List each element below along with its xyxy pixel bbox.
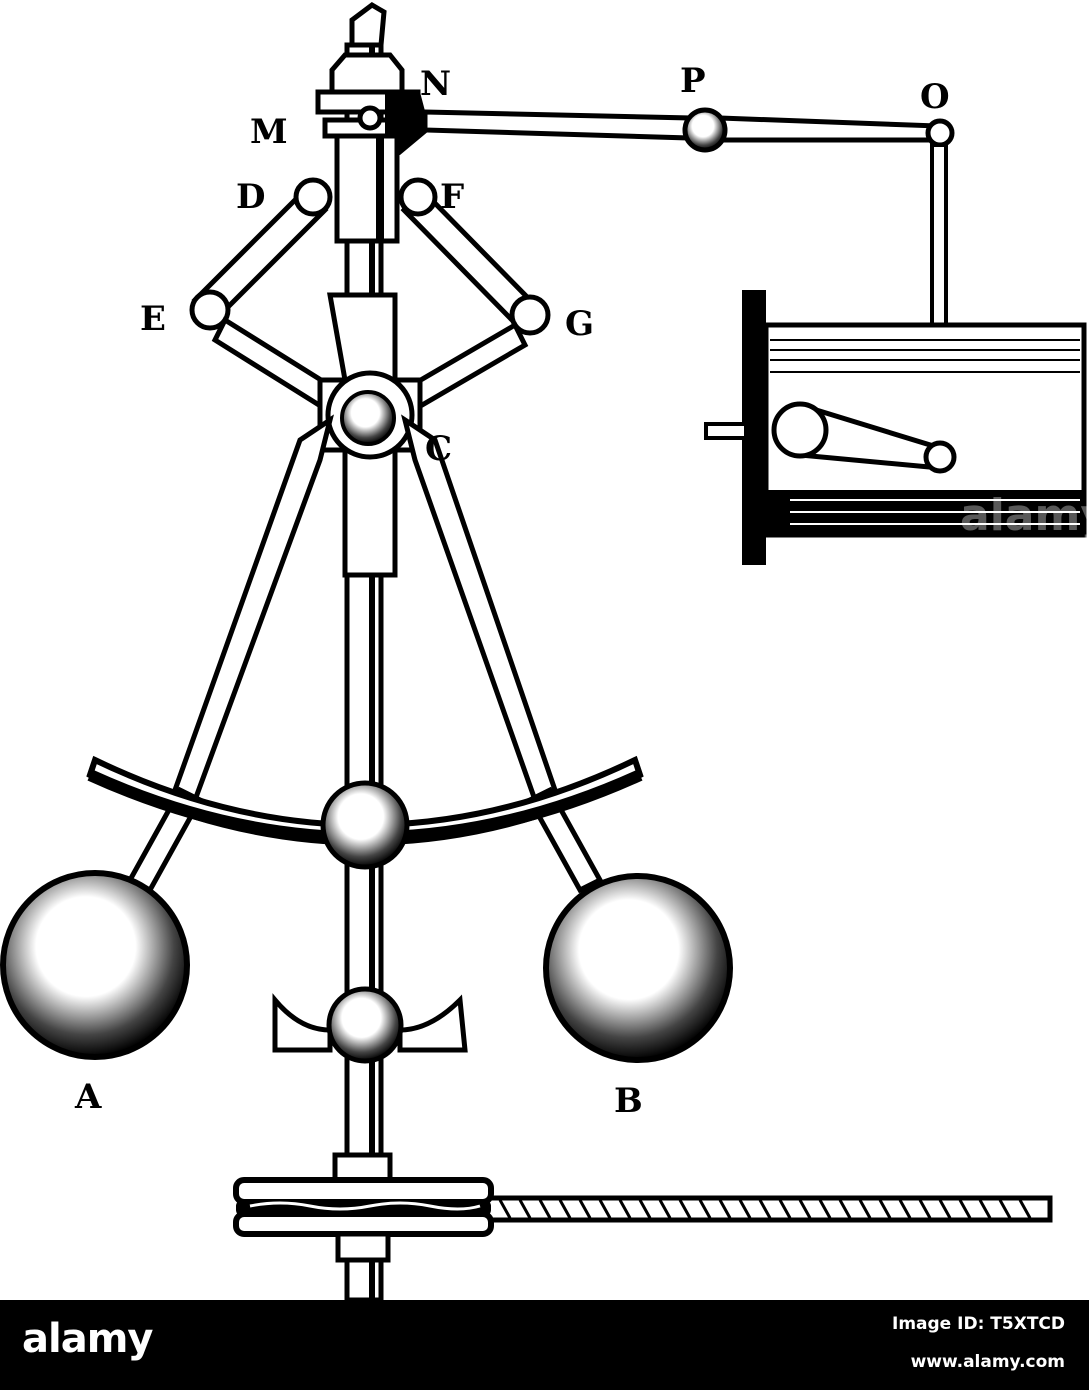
label-n: N	[420, 64, 451, 104]
lower-collar	[272, 986, 468, 1064]
spindle	[344, 2, 387, 1300]
throttle-valve-box	[704, 290, 1087, 565]
image-id: Image ID: T5XTCD	[892, 1314, 1065, 1334]
label-a: A	[74, 1077, 102, 1117]
fly-ball-b	[543, 873, 733, 1063]
watermark: alamy	[960, 490, 1089, 541]
stock-url[interactable]: www.alamy.com	[910, 1352, 1065, 1372]
alamy-logo[interactable]: alamy	[22, 1316, 153, 1362]
label-m: M	[250, 112, 288, 152]
label-c: C	[425, 429, 452, 469]
label-e: E	[140, 299, 166, 339]
label-d: D	[236, 177, 265, 217]
label-p: P	[680, 61, 706, 101]
stock-footer: alamy Image ID: T5XTCD www.alamy.com	[0, 1300, 1089, 1390]
governor-engraving: A B C D E F G M N O P alamy	[0, 2, 1089, 1300]
drive-rope	[467, 1195, 1053, 1223]
label-g: G	[565, 304, 594, 344]
upper-links	[189, 177, 551, 336]
top-collar	[315, 52, 430, 244]
label-o: O	[920, 77, 950, 117]
label-b: B	[614, 1081, 643, 1121]
pulley	[233, 1152, 494, 1263]
centre-ball	[320, 780, 410, 870]
governor-diagram: A B C D E F G M N O P alamy	[0, 2, 1089, 1300]
fly-ball-a	[0, 870, 190, 1060]
hub-c	[317, 292, 423, 578]
label-f: F	[440, 177, 464, 217]
